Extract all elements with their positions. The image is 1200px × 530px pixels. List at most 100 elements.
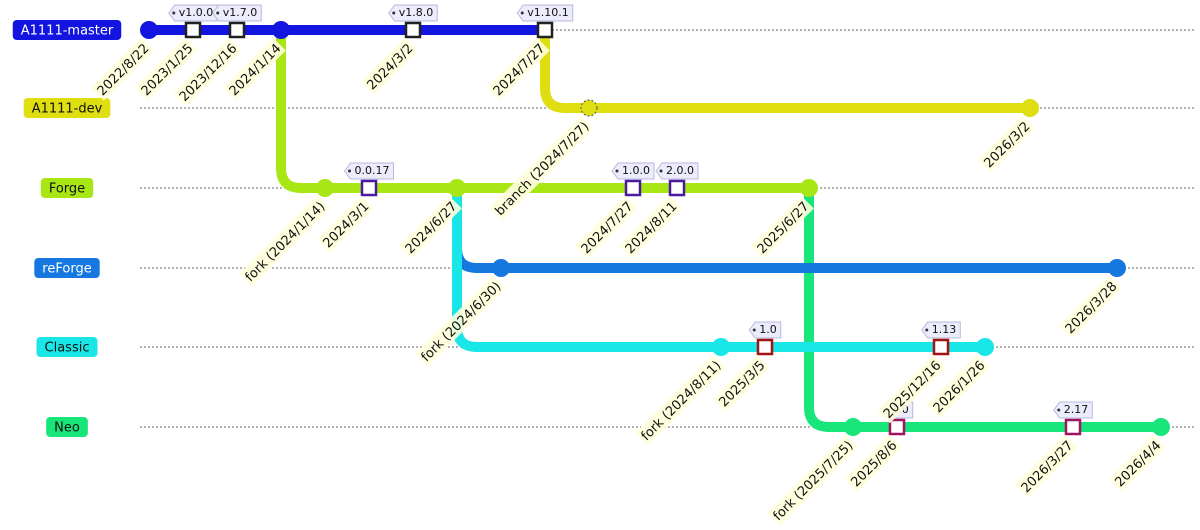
commit-marker [800,179,818,197]
commit-marker [976,338,994,356]
commit-date-label: branch (2024/7/27) [489,115,594,221]
tag-commit-marker [932,338,950,356]
branch-label-bg [46,417,88,437]
tag-hole [752,328,756,332]
tag-commit-marker [888,418,906,436]
commit-date-bg [1108,434,1166,492]
commit-date-bg [712,354,770,412]
commit-date-bg [399,195,462,259]
commit-marker [844,418,862,436]
tag-hole [348,169,351,173]
tag-label: v1.0.0 [168,4,218,22]
tag-label-bg [748,321,782,339]
commit-date-bg [316,195,374,253]
branch-label-master: A1111-master [12,20,122,40]
tag-commit-marker [404,21,422,39]
commit-date-bg [977,115,1035,173]
tag-commit-marker [536,21,554,39]
tag-label-text: v1.8.0 [399,6,434,19]
commit-date-bg [767,434,858,526]
branch-label-classic: Classic [36,337,98,357]
tag-label-bg [1053,401,1093,419]
commit-marker [272,21,290,39]
commit-date-text: 2024/7/27 [491,41,549,99]
commit-date-bg [360,37,418,95]
commit-date-label: fork (2024/8/11) [635,354,726,446]
tag-commit-marker [184,21,202,39]
commit-date-bg [91,37,154,101]
tag-label: v1.8.0 [388,4,438,22]
tag-hole [1057,408,1061,412]
tag-hole [925,328,929,332]
commit-marker [712,338,730,356]
tag-label-text: 0.0.17 [355,164,390,177]
tag-hole [615,169,619,173]
commit-date-text: fork (2025/7/25) [771,438,857,524]
branch-label-bg [40,178,94,198]
branch-label-text: Neo [54,421,80,436]
commit-date-text: 2024/6/27 [403,199,461,257]
commit-marker [448,179,466,197]
commit-date-text: fork (2024/8/11) [639,358,725,444]
commit-marker [316,179,334,197]
connection-master-to-dev [540,25,570,113]
tag-commit-marker [624,179,642,197]
branch-label-forge: Forge [40,178,94,198]
tag-label-text: 1.0 [759,323,777,336]
commit-date-bg [575,195,638,259]
tag-label: v1.7.0 [212,4,262,22]
tag-hole [172,11,176,15]
tag-label-bg [343,162,394,180]
commit-marker [1021,99,1039,117]
tag-label-bg [611,162,655,180]
tag-hole [392,11,396,15]
branch-lines [144,25,1166,432]
commit-marker [1108,259,1126,277]
commit-date-text: 2026/3/27 [1019,438,1077,496]
commit-date-text: 2026/3/28 [1063,279,1121,337]
commit-date-label: fork (2024/1/14) [239,195,330,287]
tag-label: 1.13 [921,321,961,339]
tag-commit-marker [228,21,246,39]
connection-master-to-forge [276,25,306,193]
commit-date-bg [751,195,814,259]
tag-hole [520,11,524,15]
commit-date-bg [844,434,902,492]
tag-hole [216,11,220,15]
branch-label-dev: A1111-dev [23,98,111,118]
tag-label-text: 2.0.0 [666,164,694,177]
commit-date-label: 2024/3/2 [360,37,418,95]
commit-date-text: 2025/6/27 [755,199,813,257]
tag-label-bg [921,321,961,339]
branch-labels: A1111-masterA1111-devForgereForgeClassic… [12,20,122,437]
tag-commit-marker [360,179,378,197]
tag-label: 0.0.17 [343,162,394,180]
tag-label: 1.0 [748,321,782,339]
tag-commit-marker [668,179,686,197]
tag-label-bg [212,4,262,22]
tag-commit-marker [1064,418,1082,436]
tag-label: 2.0.0 [655,162,699,180]
commit-date-bg [635,354,726,446]
tag-hole [659,169,663,173]
branch-label-text: Forge [49,182,85,197]
commit-date-bg [619,195,682,259]
commit-date-bg [487,37,550,101]
tag-label-text: v1.10.1 [527,6,569,19]
commit-date-label: 2026/3/28 [1059,275,1122,339]
commit-date-bg [135,37,198,101]
commit-date-bg [1015,434,1078,498]
connection-forge-to-neo [804,183,834,432]
branch-label-text: A1111-master [21,24,114,39]
commit-date-text: branch (2024/7/27) [493,119,593,219]
tag-label: 1.0.0 [611,162,655,180]
commit-marker [1152,418,1170,436]
tag-label-text: 1.0.0 [622,164,650,177]
tag-label-text: v1.7.0 [223,6,258,19]
commit-date-label: 2026/4/4 [1108,434,1166,492]
commit-date-text: 2024/3/2 [365,41,417,93]
commit-date-text: 2026/4/4 [1113,438,1165,490]
branch-label-bg [23,98,111,118]
commit-date-label: 2026/3/2 [977,115,1035,173]
branch-label-bg [34,258,100,278]
